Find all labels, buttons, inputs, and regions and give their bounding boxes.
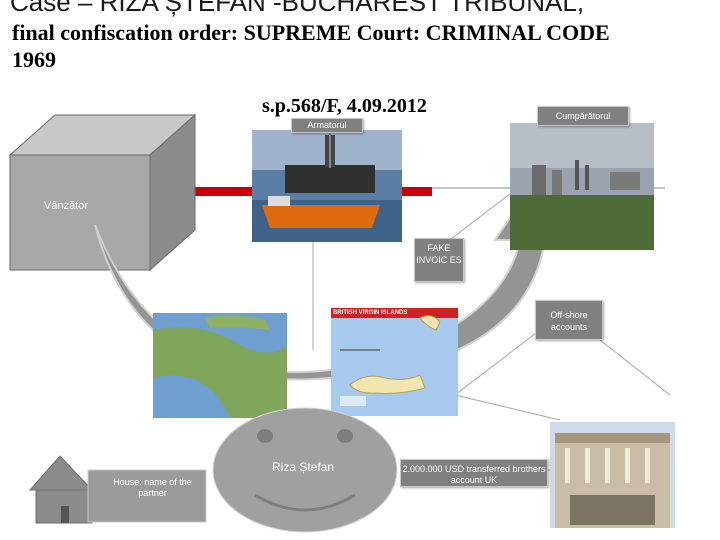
connector-line [454, 394, 561, 421]
offshore-accounts-box: Off-shore accounts [535, 300, 603, 340]
order-title-line1: final confiscation order: SUPREME Court:… [12, 20, 610, 45]
power-plant-photo [510, 123, 654, 250]
connector-line [454, 329, 541, 396]
connector-line [599, 339, 671, 396]
armatorul-label: Armatorul [291, 118, 363, 133]
partner-house-box [87, 469, 207, 523]
cumparatorul-label: Cumpărătorul [537, 106, 629, 126]
case-title: Case – RIZA ȘTEFAN -BUCHAREST TRIBUNAL, [10, 0, 585, 17]
riza-label: Riza Ștefan [272, 460, 335, 474]
fake-invoices-box: FAKE INVOIC ES [414, 238, 464, 282]
transfer-box: 2.000.000 USD transferred brothers accou… [400, 459, 548, 487]
riza-face [212, 407, 398, 533]
bank-building-photo [550, 422, 675, 528]
case-reference: s.p.568/F, 4.09.2012 [262, 95, 427, 117]
seller-box [8, 113, 197, 272]
oil-rig-photo [252, 130, 402, 242]
bvi-map-title: BRITISH VIRGIN ISLANDS [333, 310, 408, 316]
red-arrow-left [180, 187, 252, 196]
house-icon [28, 455, 94, 524]
red-arrow-right [402, 187, 432, 196]
vanzator-label: Vânzător [44, 200, 89, 212]
order-title-line2: 1969 [12, 47, 56, 72]
caribbean-map [153, 313, 287, 418]
house-label: House: name of the partner [113, 477, 192, 498]
bvi-map [331, 308, 458, 416]
